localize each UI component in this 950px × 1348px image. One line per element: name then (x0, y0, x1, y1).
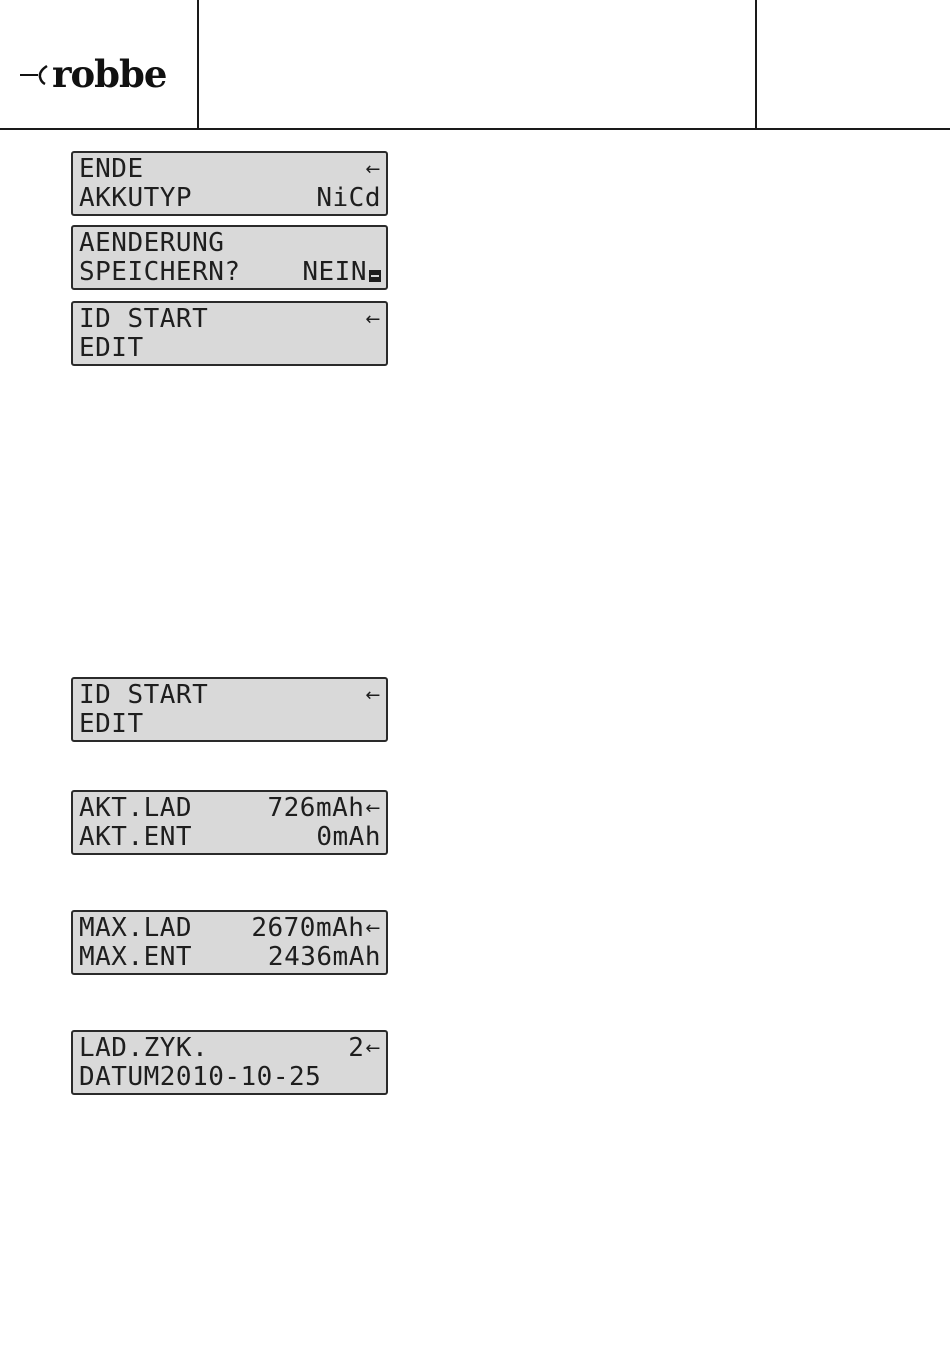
lcd-value: NiCd (316, 184, 381, 213)
lcd-display-id-start-2: ID START ← EDIT (71, 677, 388, 742)
lcd-line-2: SPEICHERN? NEIN (79, 258, 381, 287)
lcd-display-id-start: ID START ← EDIT (71, 301, 388, 366)
arrow-left-icon: ← (365, 1040, 381, 1058)
lcd-text: AKT.LAD (79, 794, 192, 823)
lcd-text: AKT.ENT (79, 823, 192, 852)
lcd-display-lad-zyk: LAD.ZYK. 2← DATUM2010-10-25 (71, 1030, 388, 1095)
lcd-value: 2436mAh (268, 943, 381, 972)
block-cursor-icon (369, 270, 381, 282)
lcd-line-2: MAX.ENT 2436mAh (79, 943, 381, 972)
lcd-line-2: DATUM2010-10-25 (79, 1063, 381, 1092)
lcd-value: 726mAh (267, 794, 364, 823)
lcd-line-1: ENDE ← (79, 155, 381, 184)
lcd-value: NEIN (302, 258, 367, 287)
lcd-display-ende: ENDE ← AKKUTYP NiCd (71, 151, 388, 216)
header-divider-left (197, 0, 199, 130)
lcd-line-2: EDIT (79, 710, 381, 739)
arrow-left-icon: ← (365, 161, 381, 179)
lcd-text: LAD.ZYK. (79, 1034, 208, 1063)
lcd-text: SPEICHERN? (79, 258, 241, 287)
arrow-left-icon: ← (365, 800, 381, 818)
lcd-value: 0mAh (316, 823, 381, 852)
lcd-text: ID START (79, 305, 208, 334)
lcd-text: ENDE (79, 155, 144, 184)
lcd-display-max: MAX.LAD 2670mAh← MAX.ENT 2436mAh (71, 910, 388, 975)
header-divider-right (755, 0, 757, 130)
lcd-text: MAX.ENT (79, 943, 192, 972)
lcd-text: DATUM2010-10-25 (79, 1063, 321, 1092)
lcd-line-2: AKKUTYP NiCd (79, 184, 381, 213)
lcd-value: 2670mAh (251, 914, 364, 943)
lcd-text: MAX.LAD (79, 914, 192, 943)
lcd-line-1: LAD.ZYK. 2← (79, 1034, 381, 1063)
lcd-line-2: EDIT (79, 334, 381, 363)
lcd-text: EDIT (79, 710, 144, 739)
arrow-left-icon: ← (365, 687, 381, 705)
lcd-text: AKKUTYP (79, 184, 192, 213)
arrow-left-icon: ← (365, 311, 381, 329)
lcd-line-1: AENDERUNG (79, 229, 381, 258)
lcd-text: AENDERUNG (79, 229, 224, 258)
lcd-value: 2 (348, 1034, 364, 1063)
lcd-line-1: ID START ← (79, 305, 381, 334)
page-header: robbe (0, 0, 950, 130)
lcd-display-akt: AKT.LAD 726mAh← AKT.ENT 0mAh (71, 790, 388, 855)
logo-mark-icon (20, 63, 50, 85)
lcd-line-1: MAX.LAD 2670mAh← (79, 914, 381, 943)
lcd-line-2: AKT.ENT 0mAh (79, 823, 381, 852)
lcd-line-1: AKT.LAD 726mAh← (79, 794, 381, 823)
lcd-text: EDIT (79, 334, 144, 363)
arrow-left-icon: ← (365, 920, 381, 938)
lcd-line-1: ID START ← (79, 681, 381, 710)
robbe-logo: robbe (20, 52, 166, 96)
lcd-text: ID START (79, 681, 208, 710)
lcd-display-aenderung: AENDERUNG SPEICHERN? NEIN (71, 225, 388, 290)
logo-text: robbe (52, 56, 166, 93)
